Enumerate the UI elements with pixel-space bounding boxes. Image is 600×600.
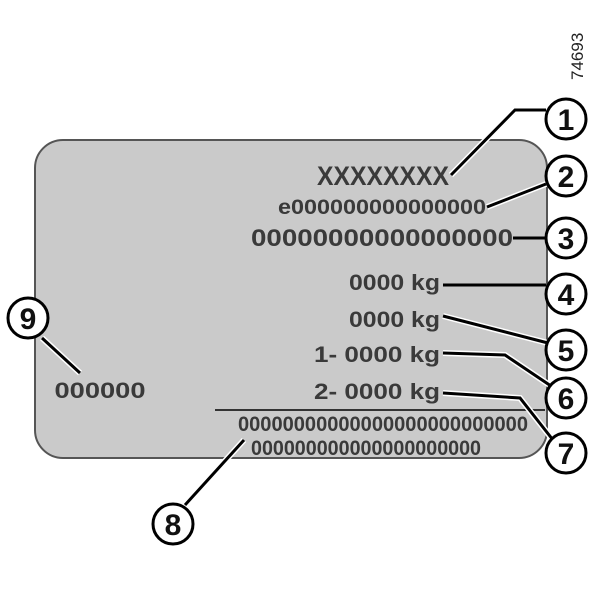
svg-text:1: 1 — [558, 104, 575, 137]
svg-text:5: 5 — [558, 335, 575, 368]
paint-code-text: 000000 — [55, 378, 146, 403]
callout-2: 2 — [544, 154, 588, 198]
callout-4: 4 — [544, 272, 588, 316]
gtw-text: 0000 kg — [349, 307, 440, 332]
svg-text:4: 4 — [558, 279, 575, 312]
svg-text:9: 9 — [20, 303, 37, 336]
svg-text:2: 2 — [558, 161, 575, 194]
svg-text:8: 8 — [165, 509, 182, 542]
vin-text: 00000000000000000 — [251, 225, 513, 252]
svg-text:7: 7 — [558, 438, 575, 471]
callout-1: 1 — [544, 97, 588, 141]
callout-8: 8 — [151, 502, 195, 546]
tech-line-2: 000000000000000000000 — [251, 437, 481, 460]
model-text: XXXXXXXX — [317, 161, 449, 191]
front-axle-text: 1- 0000 kg — [314, 342, 440, 367]
rear-axle-text: 2- 0000 kg — [314, 379, 440, 404]
leader-lines — [39, 107, 556, 508]
svg-text:3: 3 — [558, 223, 575, 256]
callout-5: 5 — [544, 328, 588, 372]
svg-text:6: 6 — [558, 383, 575, 416]
callout-7: 7 — [544, 431, 588, 475]
callout-6: 6 — [544, 376, 588, 420]
type-approval-text: e000000000000000 — [278, 196, 486, 219]
gvw-text: 0000 kg — [349, 270, 440, 295]
tech-line-1: 00000000000000000000000000 — [238, 413, 528, 436]
callout-9: 9 — [6, 296, 50, 340]
figure-reference: 74693 — [568, 33, 587, 80]
callout-3: 3 — [544, 216, 588, 260]
